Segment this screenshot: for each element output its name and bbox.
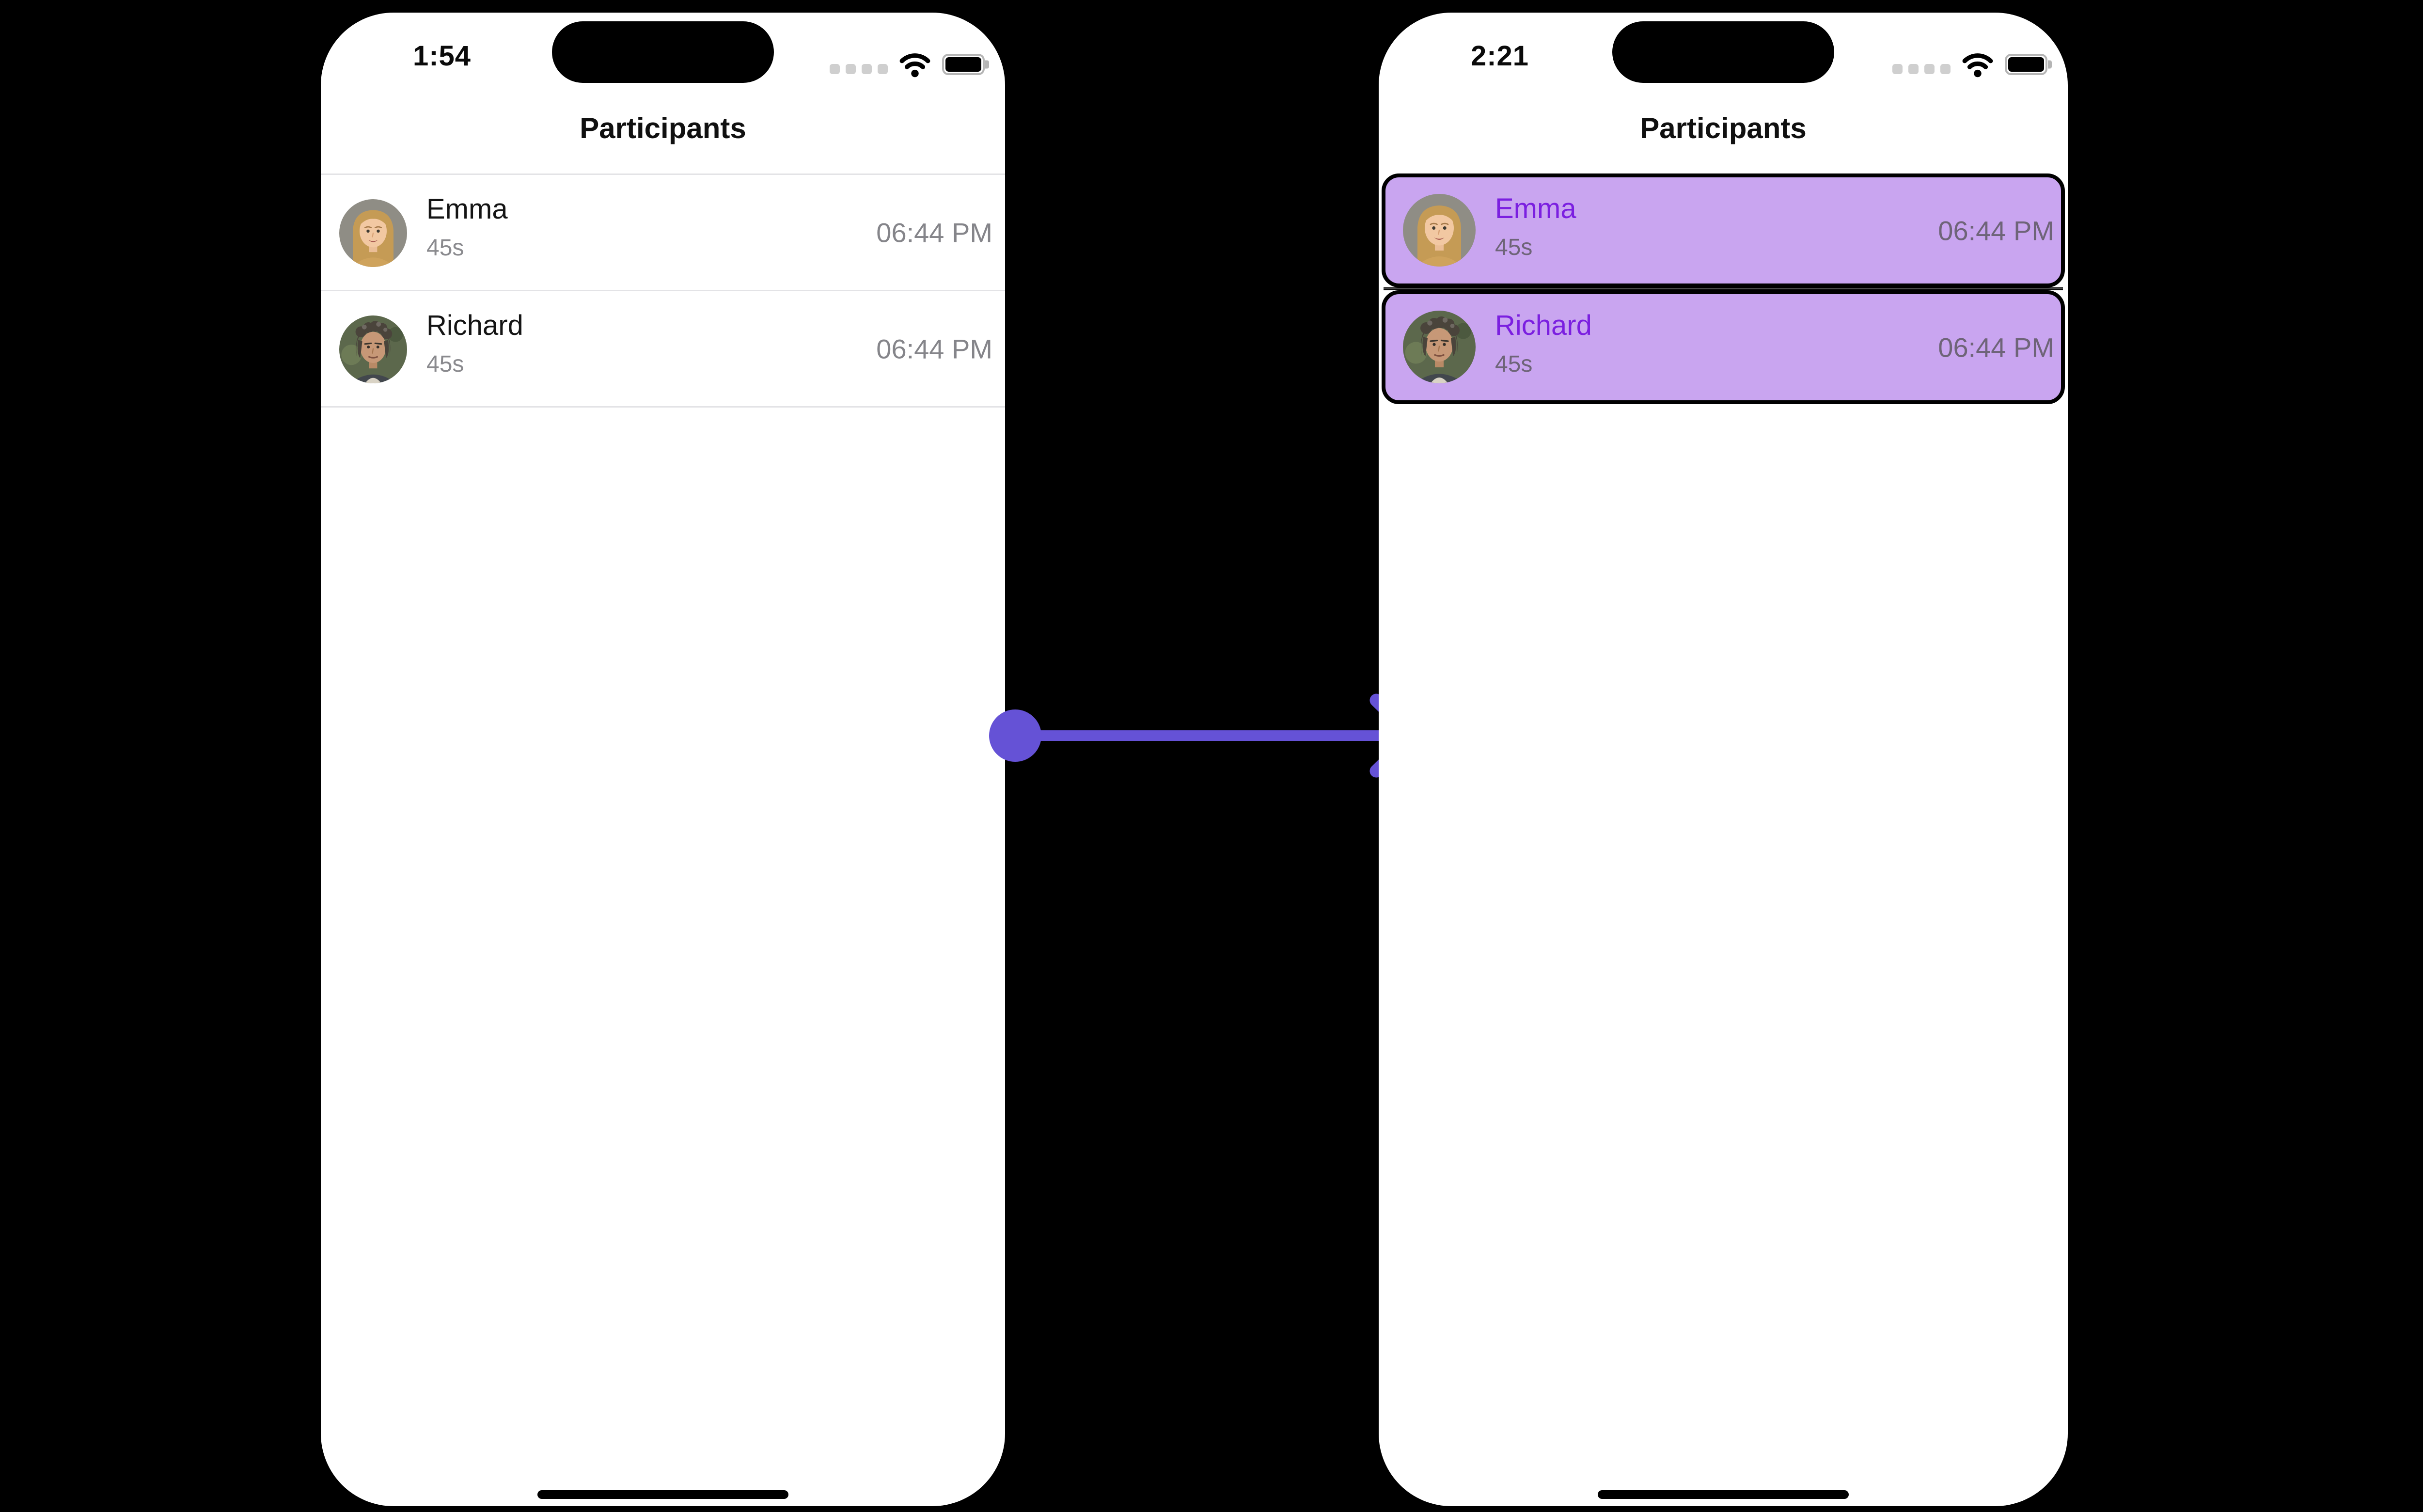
participant-name: Richard: [426, 310, 523, 341]
participant-info: Richard 45s: [426, 310, 523, 378]
cellular-signal-icon: [830, 63, 888, 74]
phone-after: 2:21 Participants: [1379, 13, 2068, 1506]
richard-avatar-image: [1403, 311, 1476, 383]
emma-avatar-image: [1403, 194, 1476, 267]
participant-duration: 45s: [426, 351, 464, 377]
emma-avatar: [339, 199, 407, 267]
participant-row-emma-selected[interactable]: Emma 45s 06:44 PM: [1382, 173, 2065, 287]
wifi-icon: [899, 53, 930, 78]
participant-name: Richard: [1495, 310, 1592, 341]
cellular-signal-icon: [1892, 63, 1951, 74]
participant-row-richard[interactable]: Richard 45s 06:44 PM: [321, 291, 1005, 408]
dynamic-island: [552, 21, 774, 83]
participant-duration: 45s: [426, 235, 464, 261]
participant-duration: 45s: [1495, 351, 1533, 377]
participant-info: Emma 45s: [426, 193, 508, 262]
status-bar-icons: [830, 49, 991, 79]
participant-info: Richard 45s: [1495, 310, 1592, 378]
participant-row-emma[interactable]: Emma 45s 06:44 PM: [321, 175, 1005, 291]
page-title: Participants: [580, 112, 746, 144]
transition-arrow: [989, 693, 1419, 778]
home-indicator[interactable]: [1598, 1490, 1849, 1499]
richard-avatar: [1403, 311, 1476, 383]
participant-name: Emma: [1495, 193, 1576, 224]
status-bar-time: 1:54: [412, 40, 472, 72]
battery-icon: [942, 54, 989, 75]
battery-icon: [2005, 54, 2052, 75]
participant-name: Emma: [426, 193, 508, 225]
participant-join-time: 06:44 PM: [876, 217, 992, 248]
phone-before: 1:54 Participants: [321, 13, 1005, 1506]
page-title: Participants: [1640, 112, 1807, 144]
richard-avatar: [339, 315, 407, 383]
participants-list-selected: Emma 45s 06:44 PM: [1382, 173, 2065, 404]
status-bar-time: 2:21: [1470, 40, 1529, 72]
participant-join-time: 06:44 PM: [1938, 215, 2054, 246]
wifi-icon: [1962, 53, 1993, 78]
richard-avatar-image: [339, 315, 407, 383]
row-separator: [1384, 287, 2063, 290]
participant-row-richard-selected[interactable]: Richard 45s 06:44 PM: [1382, 290, 2065, 404]
participant-duration: 45s: [1495, 235, 1533, 260]
emma-avatar-image: [339, 199, 407, 267]
participants-list: Emma 45s 06:44 PM: [321, 173, 1005, 408]
participant-info: Emma 45s: [1495, 193, 1576, 262]
status-bar-icons: [1892, 49, 2053, 79]
dynamic-island: [1612, 21, 1834, 83]
participant-join-time: 06:44 PM: [1938, 332, 2054, 362]
participant-join-time: 06:44 PM: [876, 333, 992, 364]
home-indicator[interactable]: [537, 1490, 788, 1499]
emma-avatar: [1403, 194, 1476, 267]
